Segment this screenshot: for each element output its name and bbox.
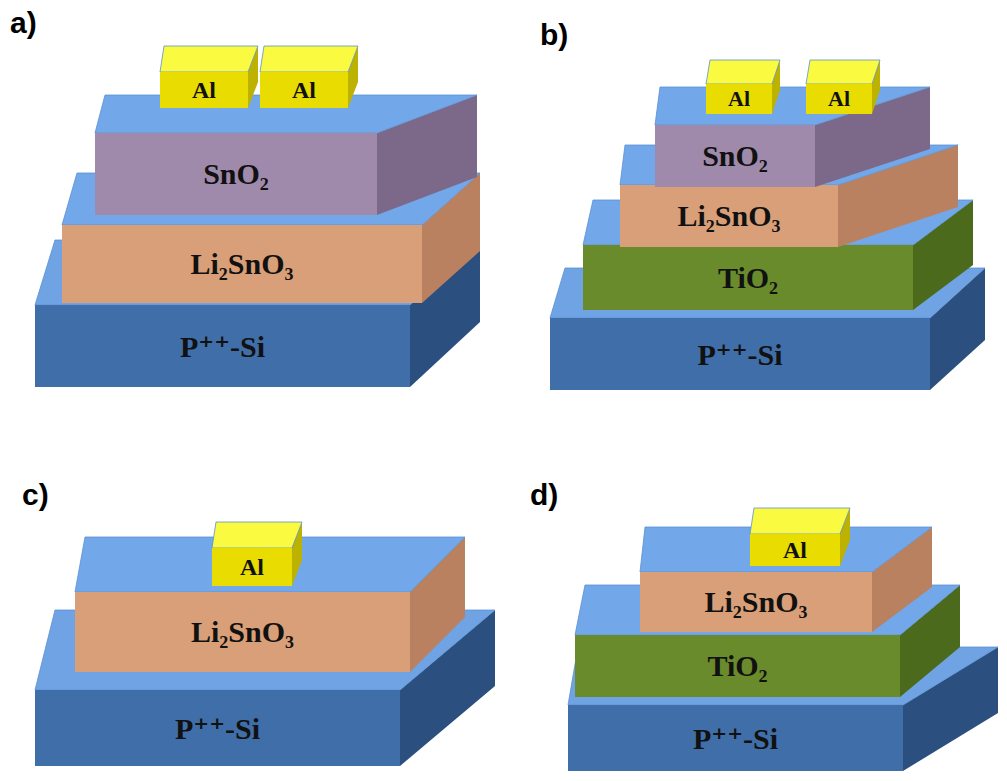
slab-front (160, 72, 248, 108)
layer-label: Al (240, 554, 264, 581)
layer-label: Li₂SnO₃ (191, 615, 294, 649)
slab-front (583, 245, 913, 310)
front-face: Al (706, 84, 772, 114)
slab-top (575, 585, 960, 635)
front-face: P⁺⁺-Si (550, 318, 930, 390)
front-face: SnO₂ (655, 125, 815, 187)
layer-label: P⁺⁺-Si (180, 329, 265, 364)
slab-front (640, 572, 872, 632)
slab-top (35, 240, 480, 305)
slab-front (35, 690, 400, 766)
panel-label: a) (10, 6, 37, 40)
sno2-layer: SnO₂ (655, 87, 930, 187)
al-electrode: Al (160, 46, 258, 108)
front-face: Al (806, 84, 872, 114)
slab-top (583, 200, 973, 245)
slab-front (260, 72, 348, 108)
sno2-layer: SnO₂ (95, 95, 477, 215)
slab-front (550, 318, 930, 390)
slab-front (575, 635, 900, 697)
front-face: TiO₂ (575, 635, 900, 697)
layer-label: SnO₂ (203, 157, 269, 191)
layer-label: Li₂SnO₃ (704, 585, 807, 619)
front-face: Li₂SnO₃ (620, 185, 838, 247)
slab-front (212, 548, 292, 586)
slab-front (95, 133, 377, 215)
layer-label: Al (783, 537, 807, 564)
layer-label: TiO₂ (718, 261, 778, 295)
slab-top (655, 87, 930, 125)
layer-label: Al (192, 77, 216, 104)
slab-front (620, 185, 838, 247)
slab-front (806, 84, 872, 114)
panel-label: d) (530, 478, 558, 512)
layer-label: SnO₂ (702, 139, 768, 173)
slab-front (568, 705, 903, 771)
panel-label: c) (22, 478, 49, 512)
slab-top (95, 95, 477, 133)
front-face: P⁺⁺-Si (568, 705, 903, 771)
front-face: Al (750, 534, 840, 566)
slab-shape (95, 95, 477, 215)
slab-front (750, 534, 840, 566)
slab-shape (655, 87, 930, 187)
slab-side (410, 240, 480, 387)
front-face: P⁺⁺-Si (35, 690, 400, 766)
slab-top (806, 60, 880, 84)
layer-label: P⁺⁺-Si (693, 721, 778, 756)
slab-top (620, 145, 958, 185)
slab-front (62, 225, 422, 303)
front-face: SnO₂ (95, 133, 377, 215)
front-face: Al (260, 72, 348, 108)
front-face: Li₂SnO₃ (75, 592, 410, 672)
slab-top (568, 647, 998, 705)
al-electrode: Al (750, 508, 850, 566)
slab-side (400, 610, 495, 766)
slab-top (212, 522, 302, 548)
al-electrode: Al (806, 60, 880, 114)
slab-top (260, 46, 358, 72)
layer-label: Al (828, 86, 850, 112)
slab-top (706, 60, 780, 84)
layer-label: P⁺⁺-Si (697, 337, 782, 372)
front-face: P⁺⁺-Si (35, 305, 410, 387)
layer-label: TiO₂ (707, 649, 767, 683)
front-face: Al (212, 548, 292, 586)
front-face: Al (160, 72, 248, 108)
front-face: Li₂SnO₃ (640, 572, 872, 632)
slab-top (75, 537, 465, 592)
slab-front (706, 84, 772, 114)
al-electrode: Al (260, 46, 358, 108)
layer-label: Al (292, 77, 316, 104)
slab-front (75, 592, 410, 672)
layer-label: Li₂SnO₃ (677, 199, 780, 233)
slab-top (550, 268, 985, 318)
front-face: Li₂SnO₃ (62, 225, 422, 303)
al-electrode: Al (706, 60, 780, 114)
al-electrode: Al (212, 522, 302, 586)
slab-top (750, 508, 850, 534)
front-face: TiO₂ (583, 245, 913, 310)
slab-front (35, 305, 410, 387)
layer-label: Al (728, 86, 750, 112)
panel-label: b) (540, 18, 568, 52)
layer-label: Li₂SnO₃ (190, 247, 293, 281)
slab-top (62, 173, 480, 225)
slab-top (160, 46, 258, 72)
layer-label: P⁺⁺-Si (175, 711, 260, 746)
slab-front (655, 125, 815, 187)
slab-top (35, 610, 495, 690)
slab-top (640, 527, 932, 572)
